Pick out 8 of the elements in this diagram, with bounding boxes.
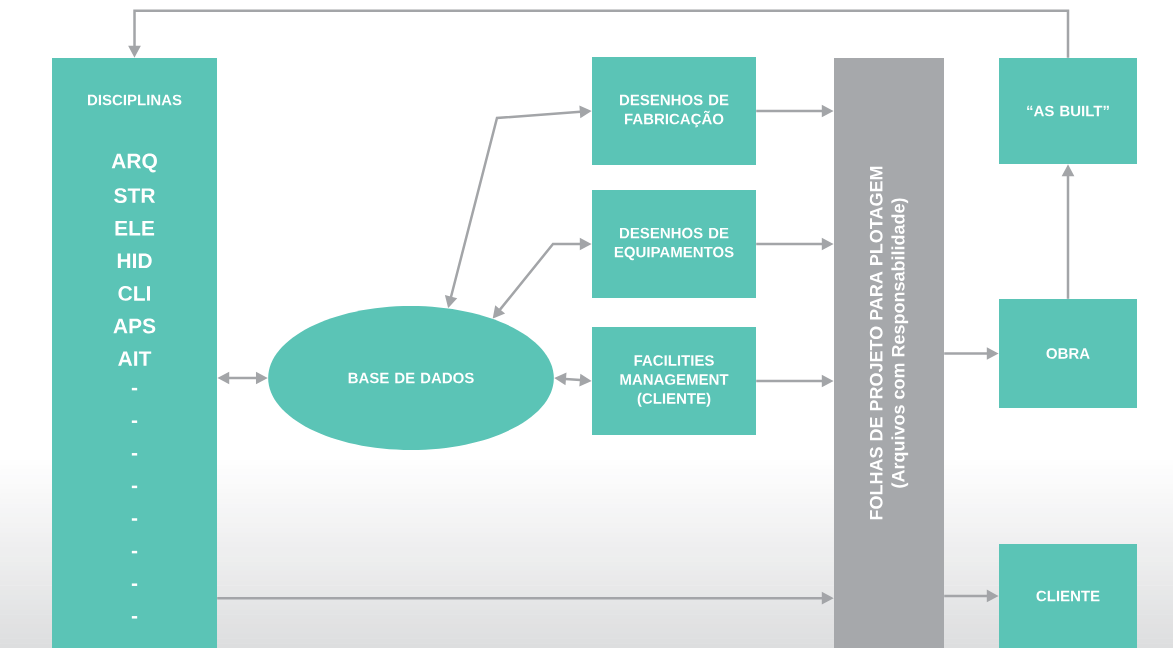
discipline-box: DISCIPLINAS ARQ STR ELE HID CLI APS AIT - - - - - - - -	[52, 58, 217, 648]
process-box: DESENHOS DE EQUIPAMENTOS	[592, 190, 756, 298]
process-box: DESENHOS DE FABRICAÇÃO	[592, 57, 756, 165]
process-box: OBRA	[999, 299, 1137, 408]
process-box: “AS BUILT”	[999, 58, 1137, 164]
process-box: CLIENTE	[999, 544, 1137, 648]
process-box: FACILITIES MANAGEMENT (CLIENTE)	[592, 327, 756, 435]
sheet-band: FOLHAS DE PROJETO PARA PLOTAGEM (Arquivos com Responsabilidade)	[834, 58, 944, 648]
